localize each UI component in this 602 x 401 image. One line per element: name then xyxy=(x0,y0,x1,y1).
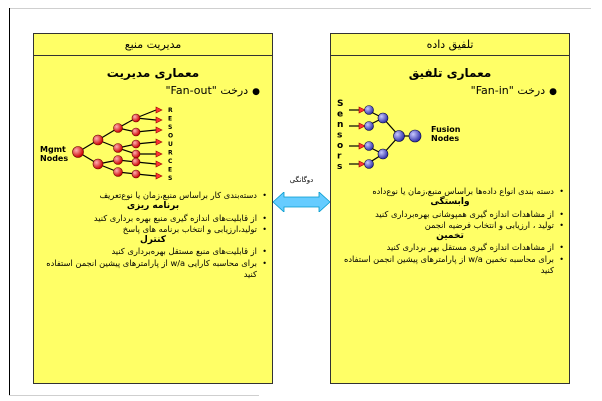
vertical-letter: E xyxy=(168,167,172,174)
vertical-letter: C xyxy=(168,158,173,165)
vertical-letter: s xyxy=(337,162,342,172)
bullet-icon: • xyxy=(262,258,267,268)
bullet-icon: • xyxy=(262,224,267,234)
tree-name: "Fan-out" xyxy=(165,84,217,97)
tree-line: ●درخت "Fan-in" xyxy=(471,84,557,97)
list-item-text: دسته بندی انواع داده‌ها براساس منبع،زمان… xyxy=(372,186,554,196)
mgmt-label-2: Nodes xyxy=(40,154,68,163)
list-item: • تولید،ارزیابی و انتخاب برنامه های پاسخ xyxy=(38,224,268,235)
list-item-text: از قابلیت‌های منبع مستقل بهره‌برداری کنی… xyxy=(111,246,257,257)
list-item-text: از مشاهدات اندازه گیری مستقل بهر برداری … xyxy=(386,242,554,253)
slide-frame-top xyxy=(9,8,591,9)
tree-prefix: درخت xyxy=(220,84,249,97)
list-item: • دسته بندی انواع داده‌ها براساس منبع،زما… xyxy=(335,186,565,197)
vertical-letter: r xyxy=(337,152,342,162)
list-item: • از مشاهدات اندازه گیری همپوشانی بهره‌بر… xyxy=(335,209,565,220)
tree-line: ●درخت "Fan-out" xyxy=(165,84,260,97)
slide-frame-left xyxy=(9,8,10,396)
vertical-letter: S xyxy=(168,124,172,131)
list-item-text: از مشاهدات اندازه گیری همپوشانی بهره‌برد… xyxy=(375,208,554,219)
resource-management-panel: مدیریت منبع معماری مدیریت ●درخت "Fan-out… xyxy=(33,33,273,384)
vertical-letter: n xyxy=(337,120,343,130)
mgmt-label-1: Mgmt xyxy=(40,145,66,154)
section-heading: تخمین xyxy=(436,231,464,242)
list-item: • از مشاهدات اندازه گیری مستقل بهر برداری… xyxy=(335,242,565,253)
architecture-title: معماری تلفیق xyxy=(408,66,492,80)
data-fusion-panel: تلفیق داده معماری تلفیق ●درخت "Fan-in" S… xyxy=(330,33,570,384)
fusion-label-2: Nodes xyxy=(431,134,459,143)
list-item-text: از قابلیت‌های اندازه گیری منبع بهره بردا… xyxy=(93,212,257,223)
vertical-letter: R xyxy=(168,107,173,114)
vertical-letter: o xyxy=(337,141,343,151)
slide-frame-bottom xyxy=(9,395,259,396)
management-list: • دسته‌بندی کار براساس منبع،زمان یا نوع‌ت… xyxy=(38,190,268,280)
vertical-letter: U xyxy=(168,141,173,148)
list-item: • از قابلیت‌های اندازه گیری منبع بهره برد… xyxy=(38,213,268,224)
list-item: • برای محاسبه تخمین w/a از پارامترهای پیش… xyxy=(335,254,565,277)
bullet-icon: • xyxy=(559,243,564,253)
fusion-label-1: Fusion xyxy=(431,125,461,134)
list-item: • از قابلیت‌های منبع مستقل بهره‌برداری کن… xyxy=(38,246,268,257)
section-heading: کنترل xyxy=(140,235,166,246)
panel-header: تلفیق داده xyxy=(331,34,569,56)
vertical-letter: E xyxy=(168,116,172,123)
vertical-letter: e xyxy=(337,110,343,120)
list-item-text: برای محاسبه کارایی w/a از پارامترهای پیش… xyxy=(46,257,257,280)
list-item: • دسته‌بندی کار براساس منبع،زمان یا نوع‌ت… xyxy=(38,190,268,201)
architecture-title: معماری مدیریت xyxy=(106,66,200,80)
list-item-text: تولید،ارزیابی و انتخاب برنامه های پاسخ xyxy=(122,223,257,234)
vertical-letter: S xyxy=(337,99,343,109)
list-item: • تولید ، ارزیابی و انتخاب فرضیه انجمن xyxy=(335,220,565,231)
tree-name: "Fan-in" xyxy=(470,84,514,97)
bullet-icon: ● xyxy=(252,87,260,97)
bullet-icon: • xyxy=(559,209,564,219)
vertical-letter: S xyxy=(168,175,172,180)
bullet-icon: • xyxy=(559,254,564,264)
list-item-text: دسته‌بندی کار براساس منبع،زمان یا نوع‌تع… xyxy=(99,190,257,200)
panel-header: مدیریت منبع xyxy=(34,34,272,56)
vertical-letter: O xyxy=(168,133,173,140)
fusion-list: • دسته بندی انواع داده‌ها براساس منبع،زما… xyxy=(335,186,565,276)
tree-prefix: درخت xyxy=(517,84,546,97)
duality-label: دوگانگی xyxy=(289,176,314,184)
section-heading: وابستگی xyxy=(430,197,470,208)
vertical-letter: R xyxy=(168,150,173,157)
vertical-letter: s xyxy=(337,131,342,141)
bullet-icon: • xyxy=(262,247,267,257)
list-item: • برای محاسبه کارایی w/a از پارامترهای پی… xyxy=(38,258,268,281)
bullet-icon: ● xyxy=(549,87,557,97)
bullet-icon: • xyxy=(559,187,564,196)
list-item-text: برای محاسبه تخمین w/a از پارامترهای پیشی… xyxy=(343,253,554,276)
bullet-icon: • xyxy=(262,213,267,223)
bullet-icon: • xyxy=(559,220,564,230)
double-arrow-icon xyxy=(273,192,330,212)
bullet-icon: • xyxy=(262,191,267,200)
list-item-text: تولید ، ارزیابی و انتخاب فرضیه انجمن xyxy=(424,219,554,230)
section-heading: برنامه ریزی xyxy=(126,201,180,212)
